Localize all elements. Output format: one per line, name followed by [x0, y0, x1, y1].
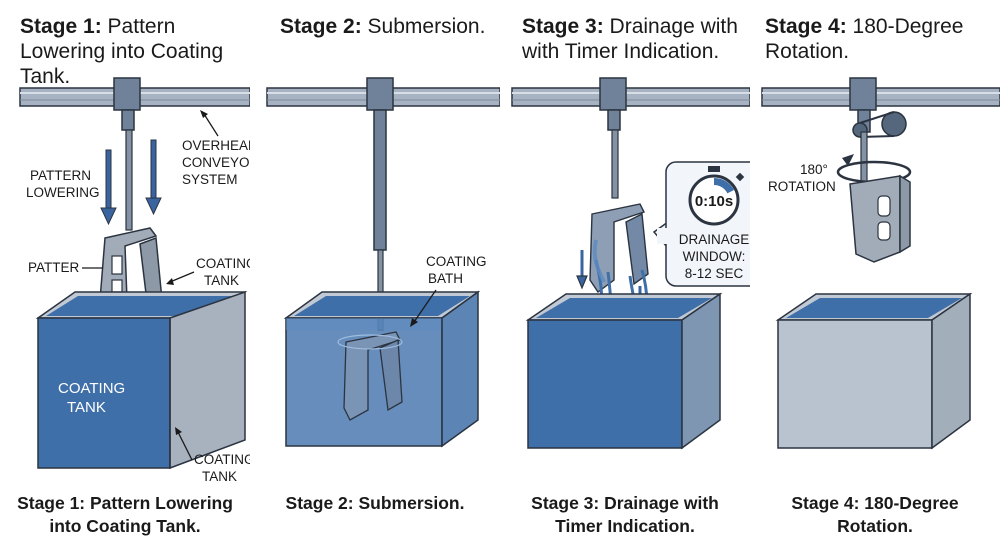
pattern-label: PATTER	[28, 260, 103, 275]
conveyor-trolley	[599, 77, 627, 199]
overhead-conveyor-label: OVERHEAD CONVEYOR SYSTEM	[182, 110, 250, 187]
drainage-window-line1: DRAINAGE	[679, 232, 750, 247]
lowering-label-line1: PATTERN	[30, 168, 91, 183]
stage-4-title-text: 180-Degree Rotation.	[765, 15, 964, 63]
coating-tank-transparent	[283, 290, 481, 448]
stage-4-illustration: 180° ROTATION	[761, 77, 1000, 450]
timer-readout: 0:10s	[695, 193, 733, 210]
tank-side-label-line2: TANK	[202, 469, 237, 484]
stage-3-caption: Stage 3: Drainage with Timer Indication.	[500, 492, 750, 538]
pattern-lowering-label: PATTERN LOWERING	[26, 168, 100, 200]
bath-label-line2: BATH	[428, 271, 463, 286]
stage-3-illustration: 0:10s DRAINAGE WINDOW: 8-12 SEC	[511, 77, 750, 450]
stage-3-panel: Stage 3: Drainage with with Timer Indica…	[500, 0, 750, 545]
rotation-motor	[849, 77, 907, 191]
stage-1-caption-line2: into Coating Tank.	[49, 516, 201, 536]
conveyor-label-line2: CONVEYOR	[182, 155, 250, 170]
drainage-window-line2: WINDOW:	[683, 249, 746, 264]
stage-4-title-bold: Stage 4:	[765, 15, 847, 38]
submerged-pattern	[337, 331, 403, 421]
coating-tank-side-label: COATING TANK	[175, 427, 250, 484]
stage-4-caption-line2: Rotation.	[837, 516, 913, 536]
stage-3-title-text: Drainage with with Timer Indication.	[522, 15, 738, 63]
stage-1-title-text: Pattern Lowering into Coating Tank.	[20, 15, 224, 88]
bath-label-line1: COATING	[426, 254, 487, 269]
coating-bath-label: COATING BATH	[410, 254, 487, 327]
stage-1-title: Stage 1: Pattern Lowering into Coating T…	[20, 14, 250, 89]
rotated-pattern	[849, 174, 911, 263]
stage-4-caption: Stage 4: 180-Degree Rotation.	[750, 492, 1000, 538]
stage-2-title: Stage 2: Submersion.	[280, 14, 510, 39]
stage-2-caption-line1: Stage 2: Submersion.	[285, 493, 465, 513]
stage-2-title-text: Submersion.	[367, 15, 486, 38]
timer-callout: 0:10s DRAINAGE WINDOW: 8-12 SEC	[652, 161, 750, 287]
stage-3-title: Stage 3: Drainage with with Timer Indica…	[522, 14, 752, 64]
conveyor-label-line1: OVERHEAD	[182, 138, 250, 153]
stage-4-caption-line1: Stage 4: 180-Degree	[791, 493, 959, 513]
pattern-label-text: PATTER	[28, 260, 80, 275]
dripping-pattern	[589, 203, 649, 327]
lowering-label-line2: LOWERING	[26, 185, 100, 200]
coating-tank	[525, 292, 723, 450]
conveyor-trolley	[366, 77, 394, 331]
conveyor-label-line3: SYSTEM	[182, 172, 238, 187]
tank-top-label-line1: COATING	[196, 256, 250, 271]
stage-3-caption-line2: Timer Indication.	[555, 516, 695, 536]
rotation-label-line1: 180°	[800, 162, 828, 177]
stage-2-panel: Stage 2: Submersion. COATING BATH	[250, 0, 500, 545]
stage-2-title-bold: Stage 2:	[280, 15, 362, 38]
tank-face-label-line1: COATING	[58, 380, 125, 397]
stage-4-title: Stage 4: 180-Degree Rotation.	[765, 14, 995, 64]
stage-1-illustration: OVERHEAD CONVEYOR SYSTEM PATTERN LOWERIN…	[19, 77, 250, 484]
stage-2-illustration: COATING BATH	[266, 77, 500, 448]
stage-3-title-bold: Stage 3:	[522, 15, 604, 38]
coating-tank	[35, 290, 248, 470]
tank-top-label-line2: TANK	[204, 273, 239, 288]
tank-face-label-line2: TANK	[67, 399, 106, 416]
stage-4-panel: Stage 4: 180-Degree Rotation.	[750, 0, 1000, 545]
coating-tank-top-label: COATING TANK	[166, 256, 250, 288]
stage-1-caption: Stage 1: Pattern Lowering into Coating T…	[0, 492, 250, 538]
rotation-label-line2: ROTATION	[768, 179, 836, 194]
rotation-label: 180° ROTATION	[768, 162, 836, 194]
stage-1-panel: Stage 1: Pattern Lowering into Coating T…	[0, 0, 250, 545]
overhead-conveyor-rail	[511, 87, 750, 107]
stage-3-caption-line1: Stage 3: Drainage with	[531, 493, 719, 513]
overhead-conveyor-rail	[761, 87, 1000, 107]
drainage-window-line3: 8-12 SEC	[685, 266, 744, 281]
tank-side-label-line1: COATING	[194, 452, 250, 467]
conveyor-trolley	[113, 77, 141, 231]
lowering-arrows	[100, 139, 162, 226]
stage-1-title-bold: Stage 1:	[20, 15, 102, 38]
coating-tank	[775, 292, 973, 450]
stage-2-caption: Stage 2: Submersion.	[250, 492, 500, 515]
coating-tank-face-label: COATING TANK	[58, 380, 125, 416]
stage-1-caption-line1: Stage 1: Pattern Lowering	[17, 493, 233, 513]
